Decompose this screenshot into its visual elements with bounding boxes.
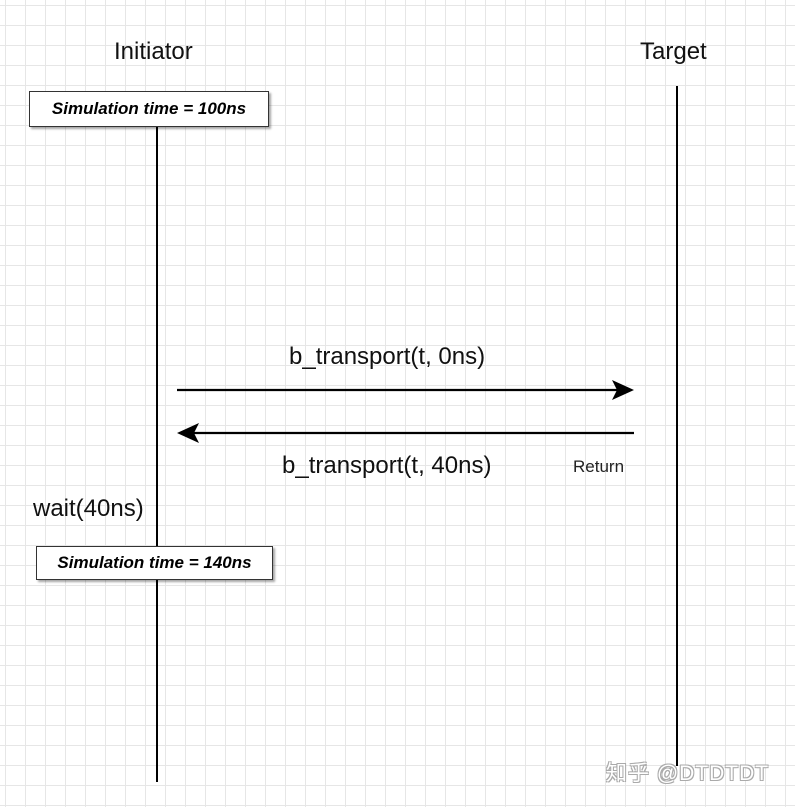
participant-initiator: Initiator: [114, 38, 193, 65]
initiator-lifeline: [156, 118, 158, 782]
return-message-label: b_transport(t, 40ns): [282, 452, 492, 479]
wait-label: wait(40ns): [33, 495, 144, 522]
simulation-time-end-box: Simulation time = 140ns: [36, 546, 273, 580]
simulation-time-end-label: Simulation time = 140ns: [57, 553, 252, 572]
target-lifeline: [676, 86, 678, 766]
watermark-text: 知乎 @DTDTDT: [606, 762, 770, 785]
simulation-time-start-label: Simulation time = 100ns: [51, 99, 247, 118]
return-tag-label: Return: [573, 457, 625, 476]
call-message-label: b_transport(t, 0ns): [289, 343, 486, 370]
simulation-time-start-box: Simulation time = 100ns: [29, 91, 269, 127]
return-arrowhead: [177, 423, 199, 443]
participant-target: Target: [640, 38, 707, 65]
call-arrowhead: [612, 380, 634, 400]
